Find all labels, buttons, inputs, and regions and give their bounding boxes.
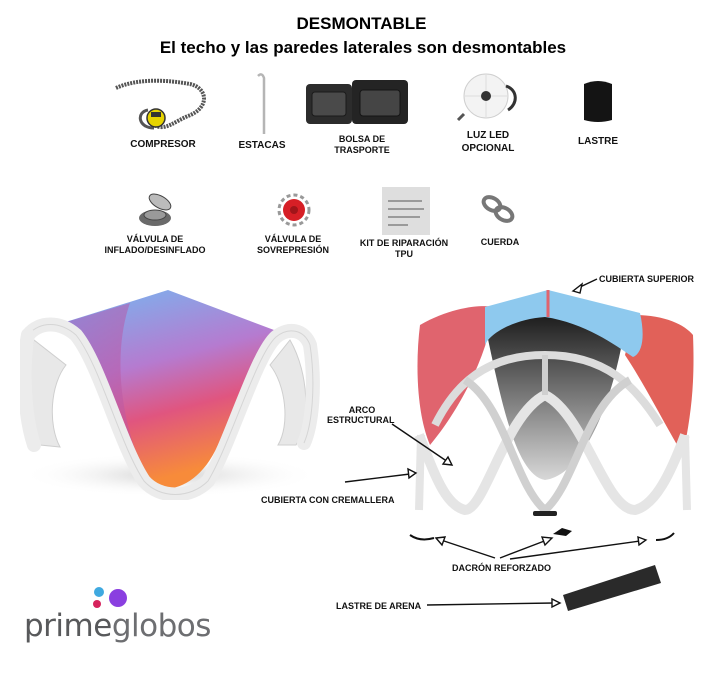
- callout-top-cover: CUBIERTA SUPERIOR: [599, 274, 695, 284]
- logo-dots-icon: [93, 587, 127, 608]
- brand-name-part1: prime: [24, 608, 112, 644]
- accessory-repair-kit: KIT DE RIPARACIÓN TPU: [354, 187, 454, 263]
- callout-arch-line1: ARCO: [348, 405, 376, 415]
- repair-kit-icon: [382, 187, 430, 235]
- accessory-label-line2: OPCIONAL: [461, 143, 515, 154]
- accessory-label-line1: VÁLVULA DE: [126, 234, 184, 244]
- tent-render-assembled: [20, 285, 330, 500]
- accessory-label-line1: BOLSA DE: [338, 134, 386, 144]
- callout-arch-line2: ESTRUCTURAL: [327, 415, 395, 425]
- accessory-label-line2: TRASPORTE: [334, 145, 390, 155]
- accessory-led-light: LUZ LED OPCIONAL: [448, 70, 528, 158]
- rope-icon: [481, 195, 515, 223]
- transport-bag-icon: [306, 80, 408, 124]
- callout-sand-ballast: LASTRE DE ARENA: [336, 601, 422, 611]
- accessory-inflation-valve: VÁLVULA DE INFLADO/DESINFLADO: [100, 190, 210, 258]
- stake-icon: [257, 73, 266, 134]
- page-subtitle: El techo y las paredes laterales son des…: [159, 38, 567, 57]
- page-title: DESMONTABLE: [296, 14, 427, 33]
- brand-logo: primeglobos: [22, 584, 211, 644]
- accessory-overpressure-valve: VÁLVULA DE SOVREPRESIÓN: [248, 190, 338, 258]
- led-light-icon: [456, 73, 517, 122]
- accessory-label-line2: INFLADO/DESINFLADO: [104, 245, 206, 255]
- accessory-label: CUERDA: [480, 237, 520, 247]
- inflation-valve-icon: [139, 193, 172, 226]
- ballast-icon: [584, 81, 612, 122]
- accessory-ballast: LASTRE: [568, 78, 628, 150]
- accessory-label: COMPRESOR: [130, 139, 196, 150]
- accessory-label-line2: TPU: [395, 249, 413, 259]
- accessory-compressor: COMPRESOR: [108, 70, 218, 155]
- accessory-label-line1: VÁLVULA DE: [264, 234, 322, 244]
- accessory-label: ESTACAS: [238, 140, 286, 151]
- callout-zip-cover: CUBIERTA CON CREMALLERA: [261, 495, 395, 505]
- accessory-stakes: ESTACAS: [232, 70, 292, 155]
- accessory-label: LASTRE: [578, 136, 618, 147]
- accessory-label-line2: SOVREPRESIÓN: [256, 245, 330, 255]
- callout-dacron: DACRÓN REFORZADO: [452, 563, 551, 573]
- accessory-transport-bag: BOLSA DE TRASPORTE: [304, 78, 410, 158]
- overpressure-valve-icon: [277, 193, 311, 227]
- accessory-rope: CUERDA: [470, 190, 530, 250]
- accessory-label-line1: KIT DE RIPARACIÓN: [359, 238, 449, 248]
- compressor-icon: [115, 78, 206, 130]
- brand-name-part2: globos: [111, 608, 212, 644]
- accessory-label-line1: LUZ LED: [466, 130, 510, 141]
- tent-render-exploded: [405, 285, 705, 525]
